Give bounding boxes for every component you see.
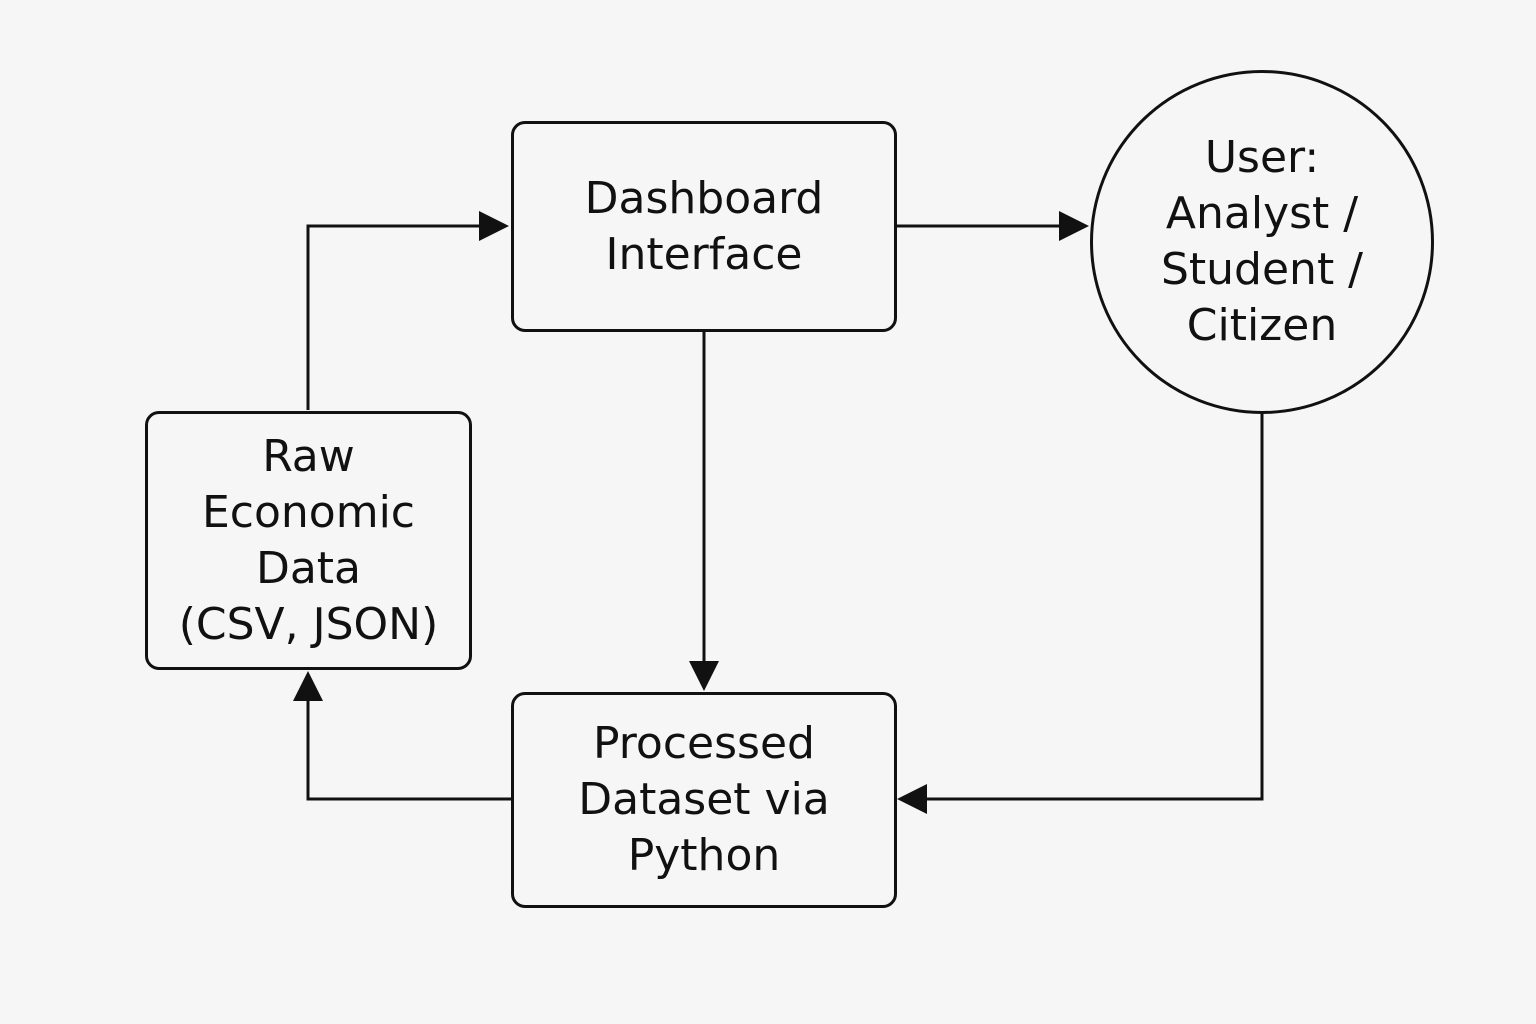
processed-line-3: Python [627,830,781,881]
raw-data-line-3: Data [255,542,362,594]
dashboard-node: Dashboard Interface [511,121,897,332]
processed-node: Processed Dataset via Python [511,692,897,908]
processed-line-2: Dataset via [578,774,830,825]
processed-line-1: Processed [593,718,815,769]
arrow-processed-to-raw [293,671,512,801]
raw-data-line-2: Economic [201,486,415,538]
raw-data-line-1: Raw [262,430,355,482]
raw-data-node: Raw Economic Data (CSV, JSON) [145,411,472,670]
arrow-raw-to-dashboard [306,211,509,410]
raw-data-line-4: (CSV, JSON) [178,598,439,650]
dashboard-label: Dashboard Interface [585,171,824,283]
user-label: User: Analyst / Student / Citizen [1161,130,1363,354]
dashboard-line-2: Interface [605,228,803,280]
raw-data-label: Raw Economic Data (CSV, JSON) [179,429,439,653]
user-line-3: Student / [1160,244,1364,295]
user-line-4: Citizen [1186,300,1338,351]
user-node: User: Analyst / Student / Citizen [1090,70,1434,414]
user-line-2: Analyst / [1165,188,1359,239]
user-line-1: User: [1204,132,1320,183]
processed-label: Processed Dataset via Python [578,716,830,884]
arrow-user-to-processed [897,414,1264,814]
dashboard-line-1: Dashboard [584,172,824,224]
